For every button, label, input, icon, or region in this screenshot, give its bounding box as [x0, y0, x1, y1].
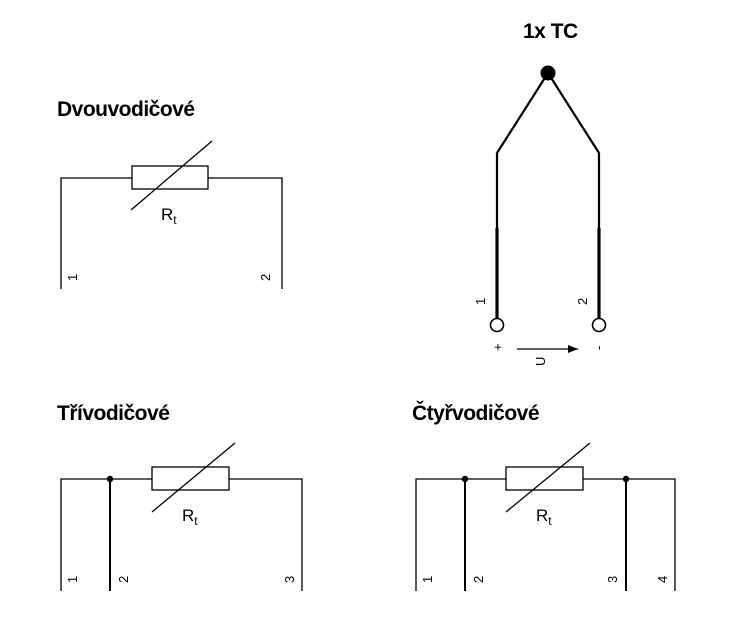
- four-wire-right-lead: [583, 478, 676, 591]
- thermocouple-wire-right: [547, 72, 601, 228]
- two-wire-title: Dvouvodičové: [57, 98, 195, 121]
- four-wire-terminal-2: 2: [471, 576, 486, 583]
- two-wire-terminal-2: 2: [258, 274, 273, 281]
- four-wire-terminal-3: 3: [605, 576, 620, 583]
- plus-sign: +: [490, 343, 505, 351]
- four-wire-resistor: [505, 466, 584, 491]
- three-wire-left-lead: [60, 478, 152, 591]
- two-wire-right-lead: [208, 177, 283, 289]
- two-wire-left-lead: [60, 177, 132, 289]
- three-wire-right-lead: [229, 478, 303, 591]
- three-wire-junction-dot: [106, 475, 114, 483]
- three-wire-title: Třívodičové: [57, 402, 170, 425]
- three-wire-terminal-3: 3: [282, 576, 297, 583]
- two-wire-thermistor-slash: [130, 140, 213, 211]
- two-wire-diagram: [60, 140, 283, 289]
- two-wire-terminal-1: 1: [65, 274, 80, 281]
- three-wire-resistor-label: Rt: [182, 506, 198, 528]
- four-wire-junction-dot-right: [622, 475, 630, 483]
- thermocouple-diagram: [489, 72, 607, 353]
- thermocouple-wire-left: [495, 72, 549, 228]
- four-wire-left-lead: [415, 478, 506, 591]
- thermocouple-junction-dot: [540, 65, 556, 81]
- four-wire-terminal-4: 4: [655, 576, 670, 583]
- voltage-label: U: [533, 357, 548, 366]
- two-wire-resistor: [131, 165, 209, 190]
- four-wire-resistor-label: Rt: [536, 506, 552, 528]
- four-wire-diagram: [415, 442, 676, 591]
- three-wire-thermistor-slash: [151, 442, 236, 513]
- three-wire-terminal-1: 1: [65, 576, 80, 583]
- four-wire-terminal-1: 1: [420, 576, 435, 583]
- thermocouple-terminal-right: [591, 317, 607, 333]
- four-wire-junction-dot-left: [461, 475, 469, 483]
- three-wire-resistor: [151, 466, 230, 491]
- thermocouple-terminal-2: 2: [575, 298, 590, 305]
- four-wire-title: Čtyřvodičové: [412, 402, 540, 425]
- two-wire-resistor-label: Rt: [161, 205, 177, 227]
- three-wire-terminal-2: 2: [116, 576, 131, 583]
- three-wire-diagram: [60, 442, 303, 591]
- minus-sign: -: [591, 346, 606, 350]
- thermocouple-title: 1x TC: [523, 20, 578, 43]
- thermocouple-terminal-left: [489, 317, 505, 333]
- thermocouple-terminal-1: 1: [473, 298, 488, 305]
- four-wire-thermistor-slash: [505, 442, 591, 513]
